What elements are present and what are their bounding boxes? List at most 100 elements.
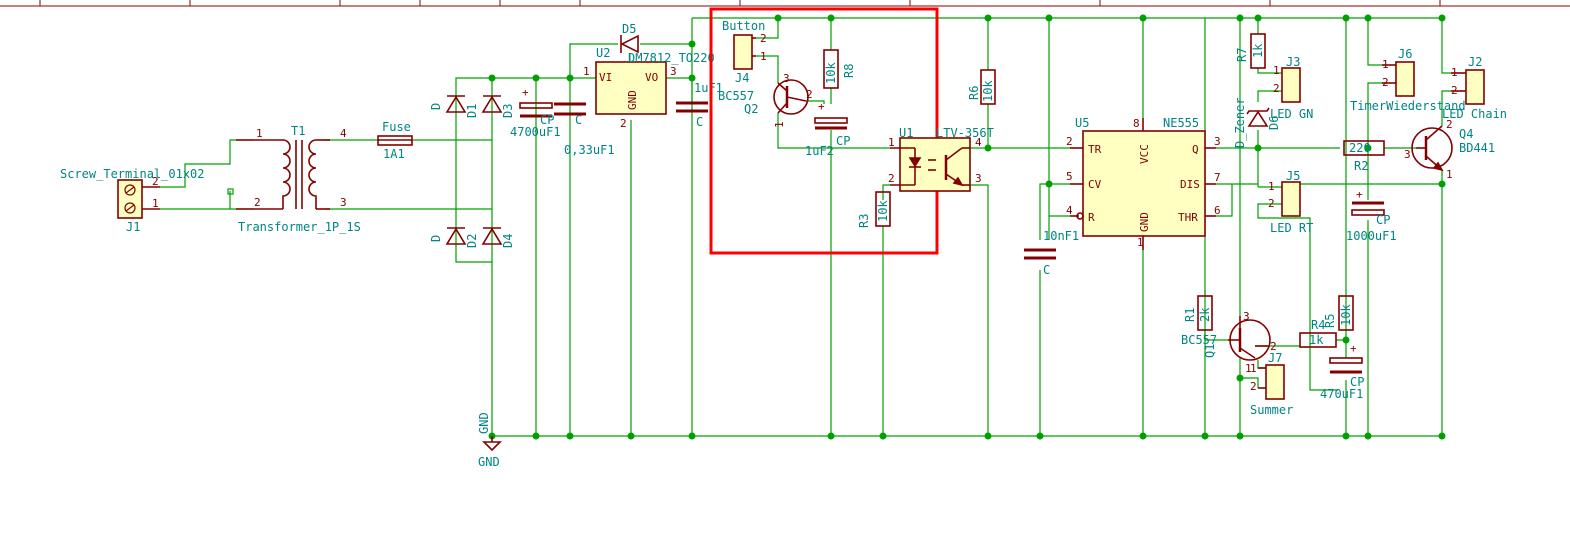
q2-ref-label: Q2 xyxy=(744,102,758,116)
svg-text:2: 2 xyxy=(760,32,767,45)
button-label: Button xyxy=(722,19,765,33)
svg-text:2: 2 xyxy=(1066,135,1073,148)
r6-value-label: 10k xyxy=(981,80,995,102)
svg-text:2: 2 xyxy=(1268,197,1275,210)
svg-text:3: 3 xyxy=(1243,310,1250,323)
svg-text:3: 3 xyxy=(783,72,790,85)
diode-d1 xyxy=(445,95,467,113)
svg-text:2: 2 xyxy=(1382,76,1389,89)
svg-text:3: 3 xyxy=(1404,148,1411,161)
svg-text:3: 3 xyxy=(340,196,347,209)
t1-ref-label: T1 xyxy=(291,124,305,138)
svg-text:+: + xyxy=(1356,188,1363,201)
cp1-name-label: CP xyxy=(540,113,554,127)
svg-text:1: 1 xyxy=(152,197,159,210)
svg-text:3: 3 xyxy=(975,172,982,185)
d1-label: D1 xyxy=(465,104,479,118)
r2-ref-label: R2 xyxy=(1354,159,1368,173)
t1-name-label: Transformer_1P_1S xyxy=(238,220,361,234)
svg-text:+: + xyxy=(818,100,825,113)
fuse-value-label: 1A1 xyxy=(383,147,405,161)
d-label-2: D xyxy=(429,235,443,242)
transistor-q4 xyxy=(1411,125,1453,172)
c2-name-label: C xyxy=(696,115,703,129)
u5-r-pin: R xyxy=(1088,211,1095,224)
svg-text:2: 2 xyxy=(806,88,813,101)
svg-text:3: 3 xyxy=(1214,135,1221,148)
diode-d2 xyxy=(445,227,467,245)
connector-j3 xyxy=(1281,67,1301,103)
cp4-name-label: CP xyxy=(1350,375,1364,389)
c2-value-label: 1uF1 xyxy=(694,81,723,95)
r1-ref-label: R1 xyxy=(1183,308,1197,322)
svg-text:4: 4 xyxy=(1066,204,1073,217)
r3-value-label: 10k xyxy=(876,200,890,222)
resistor-r4 xyxy=(1299,332,1337,348)
d-label-1: D xyxy=(429,103,443,110)
resistor-r1 xyxy=(1197,295,1213,331)
regulator-u2 xyxy=(595,61,667,115)
svg-text:2: 2 xyxy=(1451,84,1458,97)
capacitor-c3 xyxy=(1024,248,1056,260)
svg-text:1: 1 xyxy=(1451,66,1458,79)
r1-value-label: 2k xyxy=(1198,307,1212,322)
r3-ref-label: R3 xyxy=(857,214,871,228)
j5-name-label: LED RT xyxy=(1270,221,1313,235)
cp3-value-label: 1000uF1 xyxy=(1346,229,1397,243)
svg-text:4: 4 xyxy=(975,136,982,149)
svg-text:2: 2 xyxy=(1250,380,1257,393)
cp3-name-label: CP xyxy=(1376,213,1390,227)
diode-d3 xyxy=(481,95,503,113)
svg-text:2: 2 xyxy=(888,172,895,185)
fuse xyxy=(377,135,413,146)
r7-value-label: 1k xyxy=(1251,43,1265,58)
svg-text:3: 3 xyxy=(670,65,677,78)
j3-ref-label: J3 xyxy=(1286,55,1300,69)
q4-name-label: BD441 xyxy=(1459,141,1495,155)
u5-cv-pin: CV xyxy=(1088,178,1102,191)
svg-text:1: 1 xyxy=(760,50,767,63)
zener-diode-d6 xyxy=(1246,107,1270,127)
q2-name-label: BC557 xyxy=(718,89,754,103)
svg-text:1: 1 xyxy=(1446,168,1453,181)
capacitor-c2 xyxy=(676,101,708,113)
highlight-box xyxy=(709,7,939,255)
gnd-value-label: GND xyxy=(478,455,500,469)
d6-name-label: D_Zener xyxy=(1233,97,1247,148)
resistor-r7 xyxy=(1250,33,1266,69)
cp2-name-label: CP xyxy=(836,134,850,148)
u2-name-label: LM7812_TO220 xyxy=(628,51,715,65)
diode-d4 xyxy=(481,227,503,245)
connector-j4 xyxy=(733,34,753,70)
resistor-r3 xyxy=(875,191,891,227)
svg-text:8: 8 xyxy=(1133,117,1140,130)
svg-text:1: 1 xyxy=(773,121,786,128)
svg-text:1: 1 xyxy=(888,136,895,149)
r5-ref-label: R5 xyxy=(1323,314,1337,328)
svg-text:6: 6 xyxy=(1214,204,1221,217)
svg-text:1: 1 xyxy=(1268,180,1275,193)
u1-name-label: LTV-356T xyxy=(936,126,994,140)
d5-value-label: D xyxy=(628,51,635,65)
junctions xyxy=(488,14,1446,440)
c1-value-label: 0,33uF1 xyxy=(564,143,615,157)
gnd-ref-label: GND xyxy=(477,412,491,434)
u5-dis-pin: DIS xyxy=(1180,178,1200,191)
cp4-value-label: 470uF1 xyxy=(1320,387,1363,401)
svg-text:2: 2 xyxy=(1270,340,1277,353)
u5-thr-pin: THR xyxy=(1178,211,1198,224)
resistor-r2 xyxy=(1343,140,1385,156)
j2-name-label: LED Chain xyxy=(1442,107,1507,121)
c1-name-label: C xyxy=(575,113,582,127)
u2-gnd-pin: GND xyxy=(626,90,639,110)
j7-ref-label: J7 xyxy=(1268,351,1282,365)
svg-text:2: 2 xyxy=(152,175,159,188)
svg-text:4: 4 xyxy=(340,127,347,140)
connector-j7 xyxy=(1265,364,1285,400)
r4-value-label: 1k xyxy=(1309,333,1324,347)
svg-text:2: 2 xyxy=(254,196,261,209)
u5-ref-label: U5 xyxy=(1075,116,1089,130)
u2-vo-pin: VO xyxy=(645,71,658,84)
screw-terminal-j1 xyxy=(117,179,160,219)
